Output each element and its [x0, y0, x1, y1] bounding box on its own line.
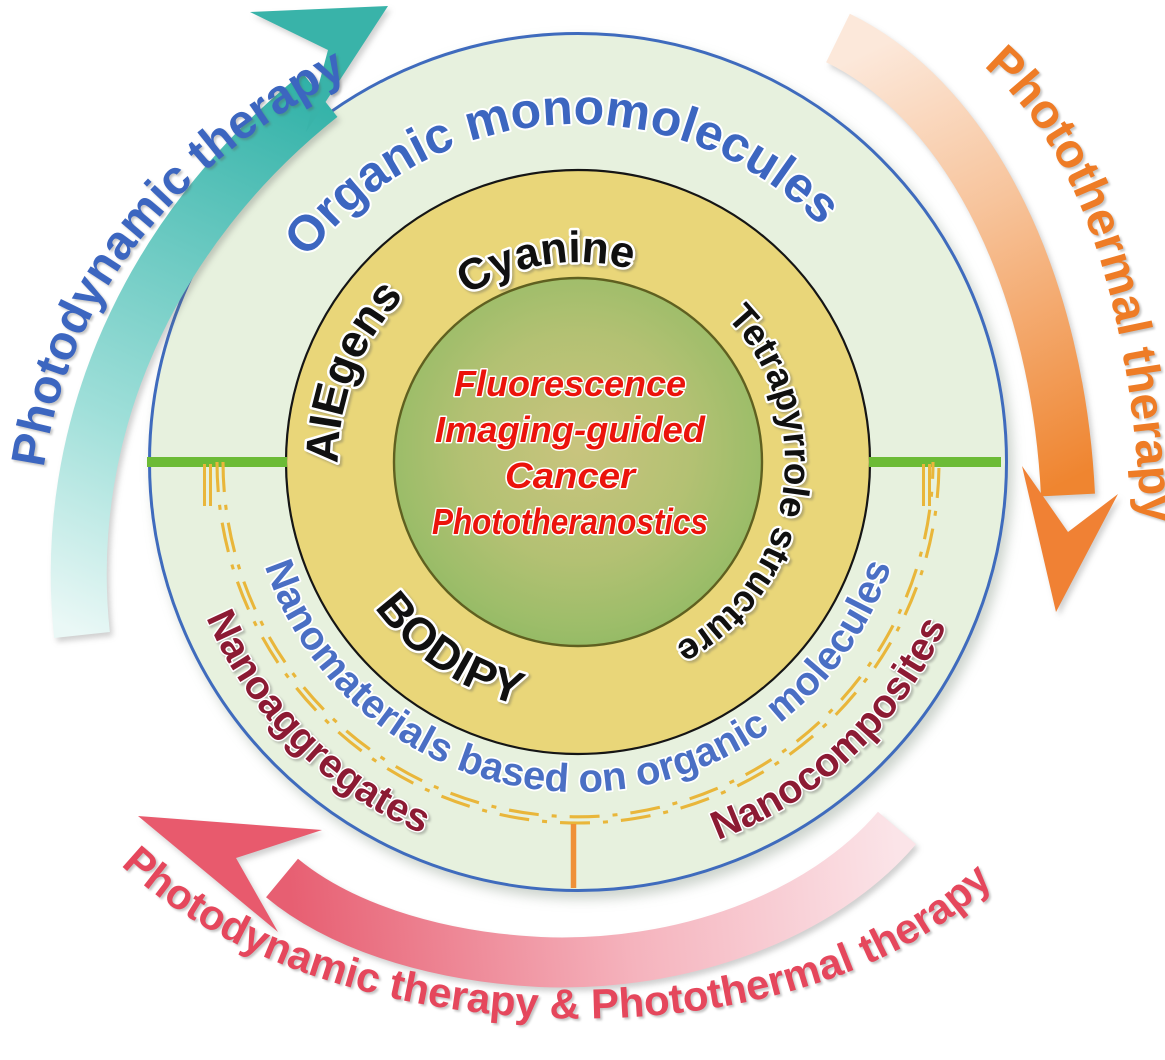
combined-therapy-arrow-head-icon [138, 816, 322, 932]
photodynamic-arrow-band [50, 73, 338, 638]
center-text-line1: Fluorescence [454, 363, 686, 404]
combined-therapy-arrow [138, 811, 917, 988]
tick-marks [203, 464, 931, 506]
center-text-line2: Imaging-guided [435, 409, 706, 450]
center-text-block: Fluorescence Imaging-guided Cancer Photo… [431, 362, 710, 544]
divider-line-right [869, 457, 1001, 467]
ring-group [148, 32, 1008, 892]
photothermal-arrow-band [825, 13, 1095, 497]
photothermal-arrow [825, 13, 1118, 612]
center-text-line4: Phototheranostics [432, 501, 708, 542]
combined-therapy-arrow-band [266, 811, 917, 988]
center-text-line3: Cancer [505, 455, 637, 496]
divider-group [147, 457, 1001, 888]
dash-dot-arc [215, 461, 941, 825]
photodynamic-arrow-head-icon [250, 6, 388, 132]
photothermal-arrow-head-icon [1022, 466, 1118, 612]
photodynamic-arrow [50, 6, 388, 638]
center-circle [392, 276, 764, 648]
